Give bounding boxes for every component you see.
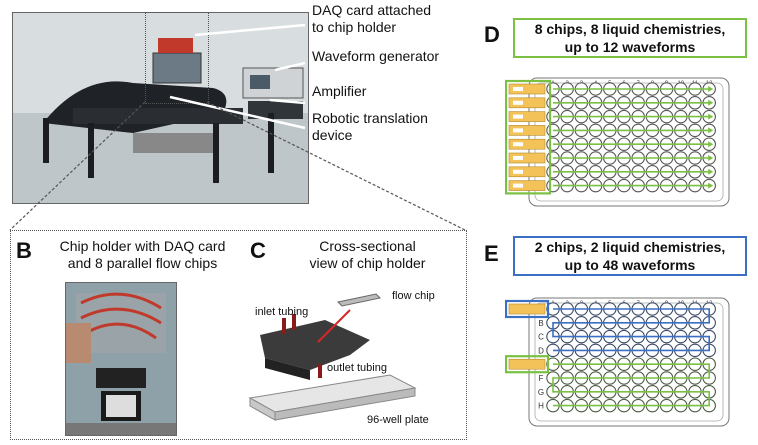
panel-c-title-line1: Cross-sectional xyxy=(319,238,416,254)
panel-d-title: 8 chips, 8 liquid chemistries, up to 12 … xyxy=(513,18,747,58)
row-label: G xyxy=(538,388,544,397)
label-flow-chip: flow chip xyxy=(392,290,435,302)
flow-chip xyxy=(508,166,546,178)
flow-chip xyxy=(508,152,546,164)
flow-arrow xyxy=(708,127,714,134)
chip-window xyxy=(513,142,523,147)
label-outlet-tubing: outlet tubing xyxy=(327,362,387,374)
callout-amplifier: Amplifier xyxy=(312,83,367,99)
panel-d-letter: D xyxy=(484,22,500,47)
row-label: D xyxy=(538,346,544,355)
flow-arrow xyxy=(708,141,714,148)
callout-daq-card: DAQ card attached to chip holder xyxy=(312,2,432,35)
cross-section-diagram xyxy=(248,293,417,421)
plate-d: 123456789101112 xyxy=(505,77,730,207)
panel-c-title: Cross-sectional view of chip holder xyxy=(275,238,460,272)
row-label: F xyxy=(539,374,544,383)
panel-b-title-line1: Chip holder with DAQ card xyxy=(59,238,226,254)
chip-group-box xyxy=(505,355,550,374)
panel-bc-frame xyxy=(10,230,467,440)
flow-arrow xyxy=(708,182,714,189)
label-inlet-tubing: inlet tubing xyxy=(255,306,309,318)
flow-chip xyxy=(508,303,546,315)
panel-b-photo xyxy=(65,282,177,436)
chip-window xyxy=(513,100,523,105)
plate-e: 123456789101112ABCDEFGH xyxy=(505,297,730,427)
panel-d-title-line1: 8 chips, 8 liquid chemistries, xyxy=(534,21,726,37)
flow-arrow xyxy=(708,155,714,161)
flow-chip xyxy=(508,138,546,150)
chip-window xyxy=(513,128,523,133)
label-96-well-plate: 96-well plate xyxy=(367,414,429,426)
chip-group-box xyxy=(505,79,552,195)
chip-window xyxy=(513,156,523,160)
panel-c-title-line2: view of chip holder xyxy=(309,255,426,271)
serpentine-path xyxy=(552,363,710,407)
row-label: H xyxy=(538,402,544,411)
chip-window xyxy=(513,169,523,174)
panel-c-letter: C xyxy=(250,238,266,263)
panel-e-letter: E xyxy=(484,241,499,266)
flow-chip xyxy=(508,111,546,122)
flow-arrow xyxy=(708,86,714,92)
panel-a-highlight-box xyxy=(145,12,209,104)
panel-b-title-line2: and 8 parallel flow chips xyxy=(67,255,218,271)
panel-e-title-line2: up to 48 waveforms xyxy=(564,257,696,273)
flow-chip xyxy=(508,83,546,95)
panel-e-title: 2 chips, 2 liquid chemistries, up to 48 … xyxy=(513,236,747,276)
chip-group-box xyxy=(505,299,550,319)
panel-e-title-line1: 2 chips, 2 liquid chemistries, xyxy=(534,239,726,255)
flow-chip xyxy=(508,125,546,136)
flow-chip xyxy=(508,358,546,370)
callout-waveform-generator: Waveform generator xyxy=(312,48,440,64)
chip-window xyxy=(513,87,523,91)
chip-window xyxy=(513,183,523,188)
serpentine-path xyxy=(552,308,710,352)
panel-b-letter: B xyxy=(16,238,32,263)
flow-arrow xyxy=(708,99,714,106)
flow-chip xyxy=(508,180,546,191)
callout-robotic-translation: Robotic translation device xyxy=(312,110,428,143)
flow-chip xyxy=(508,97,546,109)
chip-window xyxy=(513,114,523,119)
row-label: B xyxy=(538,319,543,328)
zoom-lines xyxy=(9,101,466,231)
flow-arrow xyxy=(708,113,714,120)
panel-d-title-line2: up to 12 waveforms xyxy=(564,39,696,55)
panel-a-arrows xyxy=(169,23,306,130)
flow-arrow xyxy=(708,168,714,175)
row-label: C xyxy=(538,333,544,342)
panel-b-title: Chip holder with DAQ card and 8 parallel… xyxy=(40,238,245,272)
chip-holder-photo xyxy=(66,283,176,435)
